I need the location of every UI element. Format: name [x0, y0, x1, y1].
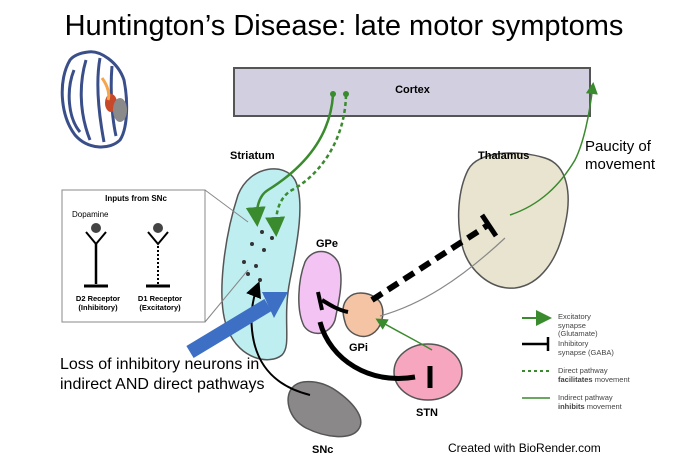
credit-text: Created with BioRender.com [448, 441, 601, 455]
d2-receptor-name: D2 Receptor [75, 294, 121, 303]
legend-excitatory-line3: (Glutamate) [558, 329, 598, 338]
d2-receptor-icon [84, 223, 108, 288]
snc-label: SNc [312, 444, 334, 456]
legend-indirect-line2: inhibits movement [558, 401, 622, 412]
gpe-label: GPe [316, 238, 339, 250]
dopamine-label: Dopamine [72, 210, 109, 219]
legend-inhibitory-line1: Inhibitory [558, 339, 589, 348]
legend-direct: Direct pathway facilitates movement [558, 366, 630, 385]
legend-indirect: Indirect pathway inhibits movement [558, 393, 622, 412]
legend-indirect-line1: Indirect pathway [558, 393, 613, 402]
d2-receptor-type: (Inhibitory) [78, 303, 118, 312]
loss-arrow [186, 299, 272, 358]
legend-direct-emphasis: facilitates [558, 374, 593, 384]
cortex-label: Cortex [395, 84, 430, 96]
stn-label: STN [416, 407, 438, 419]
cortex-striatum-direct-arrow [245, 94, 335, 227]
legend-direct-line1: Direct pathway [558, 366, 608, 375]
thalamus-label: Thalamus [478, 150, 530, 162]
d1-receptor-type: (Excitatory) [139, 303, 181, 312]
inset-title: Inputs from SNc [105, 194, 167, 203]
brain-section-icon [60, 50, 129, 149]
legend-excitatory: Excitatory synapse (Glutamate) [558, 312, 598, 339]
legend-inhibitory: Inhibitory synapse (GABA) [558, 339, 614, 357]
snc-striatum-arrow [246, 281, 311, 396]
legend-inhibitory-line2: synapse (GABA) [558, 347, 614, 357]
d1-receptor-icon [146, 223, 170, 288]
gpi-thalamus-inhibitory [370, 222, 490, 303]
thalamus-shape [457, 152, 569, 289]
gpi-label: GPi [349, 342, 368, 354]
d2-receptor-label: D2 Receptor (Inhibitory) [58, 294, 138, 312]
snc-inputs-inset [61, 189, 206, 323]
legend-excitatory-line2: synapse [558, 320, 586, 330]
legend-glyphs [522, 310, 552, 399]
loss-annotation: Loss of inhibitory neurons in indirect A… [60, 356, 265, 393]
legend-indirect-emphasis: inhibits [558, 401, 585, 411]
legend-direct-line2: facilitates movement [558, 374, 630, 385]
legend-indirect-rest: movement [584, 401, 622, 411]
snc-shape [287, 380, 362, 438]
legend-excitatory-line1: Excitatory [558, 312, 591, 321]
thalamus-cortex-arrow [509, 82, 598, 216]
d1-receptor-name: D1 Receptor [137, 294, 183, 303]
striatum-neurons [242, 230, 274, 282]
page-title: Huntington’s Disease: late motor symptom… [64, 10, 624, 42]
gpi-shape [342, 292, 384, 338]
cortex-box [233, 67, 591, 117]
legend-direct-rest: movement [592, 374, 630, 384]
d1-receptor-label: D1 Receptor (Excitatory) [130, 294, 190, 312]
paucity-label: Paucity of movement [585, 138, 656, 173]
striatum-label: Striatum [230, 150, 275, 162]
